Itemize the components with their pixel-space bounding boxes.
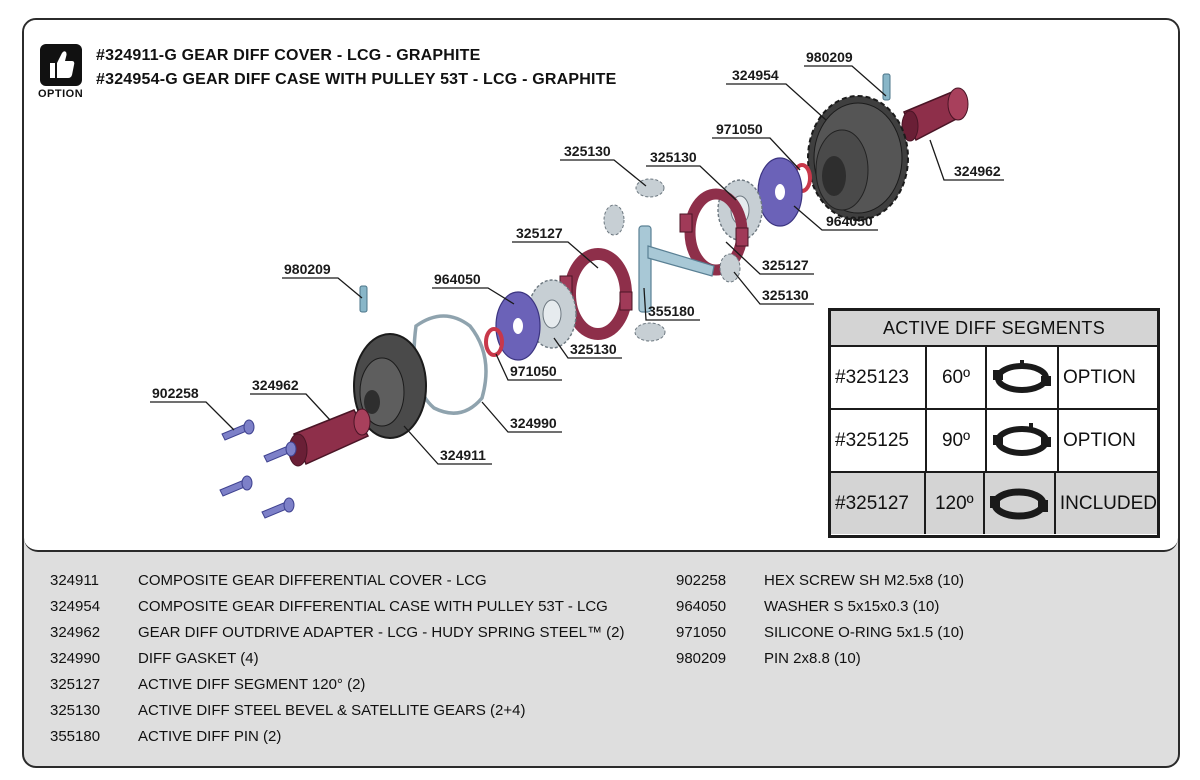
part-number: 324911 [50,572,99,589]
diff-cover-324911 [353,333,427,439]
segment-row-325125: #325125 90º OPTION [831,410,1157,473]
part-number: 902258 [676,572,727,589]
exploded-diagram: 980209 324954 971050 324962 325130 32513… [150,49,1004,519]
segment-ring-icon [987,410,1059,471]
callout-971050-top: 971050 [716,121,763,137]
callout-964050-right: 964050 [826,213,873,229]
callout-324962-left: 324962 [252,377,299,393]
part-description: COMPOSITE GEAR DIFFERENTIAL CASE WITH PU… [138,598,608,615]
part-number: 324954 [50,598,101,615]
part-row: 324990 DIFF GASKET (4) [50,646,670,672]
segment-ring-icon [985,473,1056,534]
option-parts-title: #324911-G GEAR DIFF COVER - LCG - GRAPHI… [96,44,617,92]
active-diff-segments-table: ACTIVE DIFF SEGMENTS #325123 60º OPTION … [828,308,1160,538]
part-row: 980209 PIN 2x8.8 (10) [676,646,1146,672]
pin-980209-left [359,285,368,313]
part-row: 325130 ACTIVE DIFF STEEL BEVEL & SATELLIT… [50,698,670,724]
segment-part-number: #325127 [831,473,926,534]
thumbs-up-icon [40,44,82,86]
callout-324911: 324911 [440,447,486,463]
part-row: 324911 COMPOSITE GEAR DIFFERENTIAL COVER … [50,568,670,594]
title-line-cover: #324911-G GEAR DIFF COVER - LCG - GRAPHI… [96,47,481,64]
segment-row-325127: #325127 120º INCLUDED [831,473,1157,534]
callout-324990: 324990 [510,415,557,431]
part-description: DIFF GASKET (4) [138,650,259,667]
segment-angle: 120º [926,473,985,534]
segment-status: INCLUDED [1059,492,1157,514]
segment-status: OPTION [1063,366,1136,388]
callout-325127-a: 325127 [516,225,563,241]
callout-980209-left: 980209 [284,261,331,277]
part-description: COMPOSITE GEAR DIFFERENTIAL COVER - LCG [138,572,487,589]
outdrive-324962-right [901,87,969,142]
part-number: 324990 [50,650,101,667]
segment-325127-right [679,188,749,276]
leader-lines [150,65,1004,465]
part-number: 980209 [676,650,727,667]
part-description: ACTIVE DIFF PIN (2) [138,728,282,745]
callout-324954: 324954 [732,67,779,83]
segment-row-325123: #325123 60º OPTION [831,347,1157,410]
part-description: PIN 2x8.8 (10) [764,650,861,667]
part-number: 971050 [676,624,727,641]
parts-list-right: 902258 HEX SCREW SH M2.5x8 (10) 964050 WAS… [676,568,1146,672]
callout-325130-d: 325130 [570,341,617,357]
washer-964050-left [495,291,541,361]
segment-part-number: #325123 [831,347,927,408]
segment-ring-icon [987,347,1059,408]
exploded-view-panel: 980209 324954 971050 324962 325130 32513… [24,20,1178,552]
callout-324962-right: 324962 [954,163,1001,179]
callout-325130-b: 325130 [650,149,697,165]
part-row: 325127 ACTIVE DIFF SEGMENT 120° (2) [50,672,670,698]
callout-325127-b: 325127 [762,257,809,273]
callout-325130-c: 325130 [762,287,809,303]
part-description: ACTIVE DIFF SEGMENT 120° (2) [138,676,366,693]
outdrive-324962-left [288,408,371,467]
part-description: HEX SCREW SH M2.5x8 (10) [764,572,965,589]
segment-angle: 60º [927,347,987,408]
segments-table-title: ACTIVE DIFF SEGMENTS [831,311,1157,347]
callout-980209-top: 980209 [806,49,853,65]
part-description: GEAR DIFF OUTDRIVE ADAPTER - LCG - HUDY … [138,624,625,641]
segment-angle: 90º [927,410,987,471]
part-description: ACTIVE DIFF STEEL BEVEL & SATELLITE GEAR… [138,702,526,719]
washer-964050-right [757,157,803,227]
part-number: 964050 [676,598,727,615]
part-row: 902258 HEX SCREW SH M2.5x8 (10) [676,568,1146,594]
callout-964050-left: 964050 [434,271,481,287]
diff-pin-355180 [638,225,715,313]
callout-902258: 902258 [152,385,199,401]
part-number: 324962 [50,624,101,641]
pin-980209-top [882,73,891,101]
title-line-case: #324954-G GEAR DIFF CASE WITH PULLEY 53T… [96,71,617,88]
part-description: WASHER S 5x15x0.3 (10) [764,598,940,615]
segment-status: OPTION [1063,429,1136,451]
part-number: 355180 [50,728,101,745]
part-number: 325130 [50,702,101,719]
part-description: SILICONE O-RING 5x1.5 (10) [764,624,965,641]
part-row: 324962 GEAR DIFF OUTDRIVE ADAPTER - LCG -… [50,620,670,646]
part-row: 964050 WASHER S 5x15x0.3 (10) [676,594,1146,620]
callout-355180: 355180 [648,303,695,319]
o-ring-971050-left [484,327,504,357]
option-label: OPTION [38,88,84,100]
option-badge: OPTION [38,44,84,118]
callout-labels: 980209 324954 971050 324962 325130 32513… [152,49,1001,463]
screws-902258 [219,419,297,519]
diagram-frame: 980209 324954 971050 324962 325130 32513… [22,18,1180,768]
satellite-gears-325130 [603,178,741,342]
gear-case-324954 [807,95,909,221]
part-row: 324954 COMPOSITE GEAR DIFFERENTIAL CASE W… [50,594,670,620]
part-row: 971050 SILICONE O-RING 5x1.5 (10) [676,620,1146,646]
part-row: 355180 ACTIVE DIFF PIN (2) [50,724,670,750]
part-number: 325127 [50,676,101,693]
callout-971050-mid: 971050 [510,363,557,379]
segment-part-number: #325125 [831,410,927,471]
callout-325130-a: 325130 [564,143,611,159]
parts-list-left: 324911 COMPOSITE GEAR DIFFERENTIAL COVER … [50,568,670,750]
